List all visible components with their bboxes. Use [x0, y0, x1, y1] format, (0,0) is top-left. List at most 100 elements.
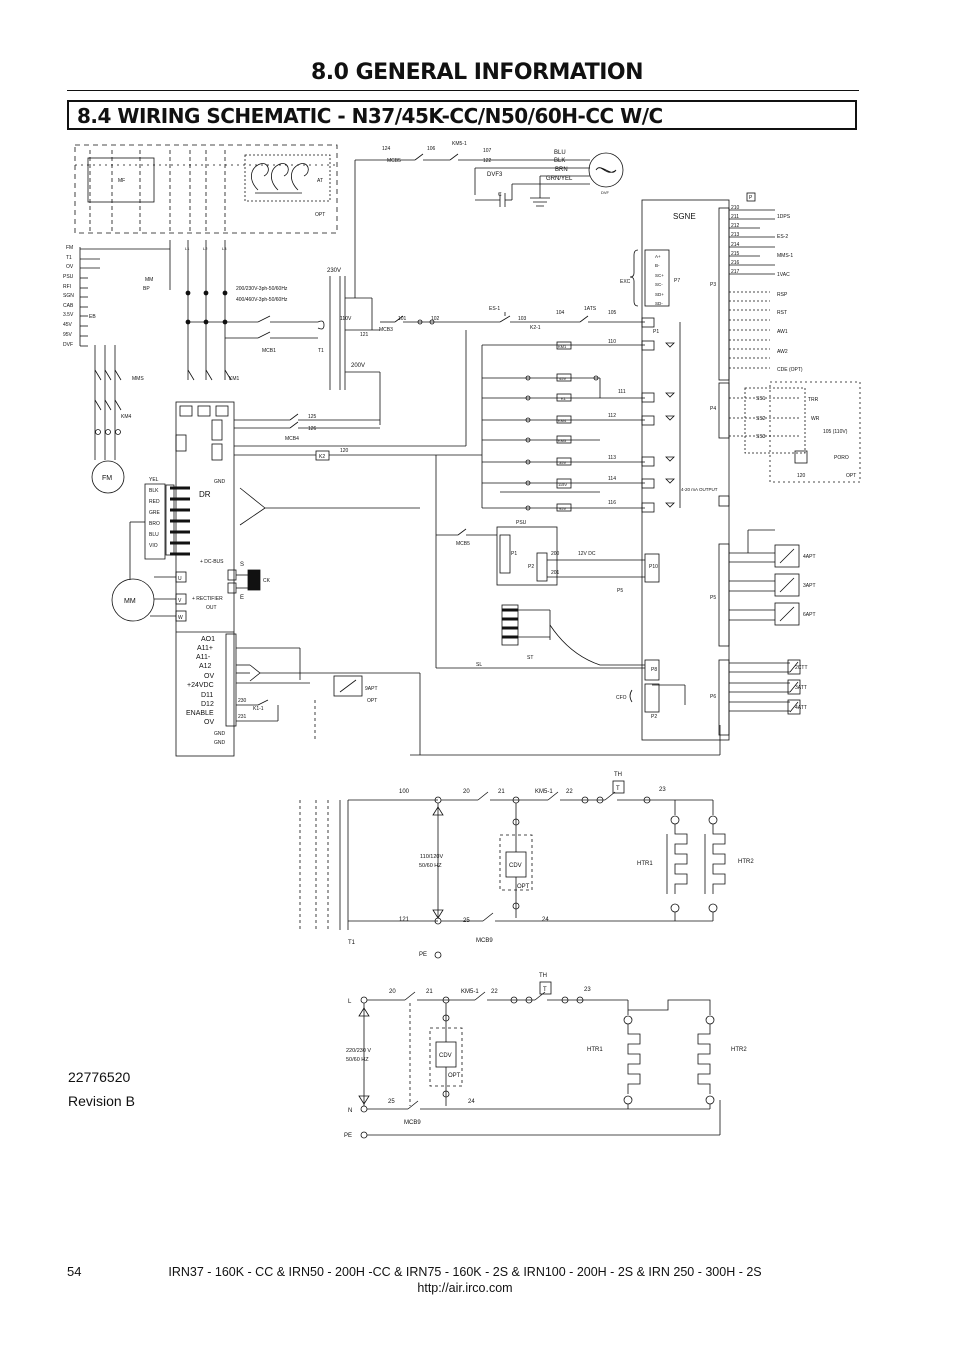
wire-120: 120 — [340, 448, 349, 454]
p6-label: P6 — [710, 694, 716, 700]
conn-label-35v: 3.5V — [63, 312, 74, 318]
exc-pin-sdm: SD- — [655, 301, 663, 306]
exc-pin-b: B- — [655, 263, 660, 268]
power-dashed-lines — [75, 150, 337, 232]
htr-t-label: T — [616, 786, 620, 792]
htr-supply-label: 110/120V — [420, 854, 443, 860]
mm-label-motor: MM — [124, 598, 136, 605]
motor-wire-gre: GRE — [149, 510, 161, 516]
transformer-t1: 230V T1 110V 200V — [317, 268, 381, 425]
io-ao1: AO1 — [201, 636, 215, 643]
mcb4-label: MCB4 — [285, 436, 299, 442]
km4-label: KM4 — [121, 414, 132, 420]
conn-label-45v: 45V — [63, 322, 73, 328]
motor-wire-blk: BLK — [149, 488, 159, 494]
dr-gnd-label: GND — [214, 479, 226, 485]
p5-label-3apt: 3APT — [803, 583, 816, 589]
io-24vdc: +24VDC — [187, 682, 214, 689]
conn-label-sgn: SGN — [63, 293, 74, 299]
p6-label-3att: 3ATT — [795, 685, 807, 691]
fan-coils-icon — [251, 163, 309, 194]
htr-opt-label: OPT — [517, 884, 530, 890]
mm-label: MM — [145, 277, 153, 283]
out-label: OUT — [206, 605, 217, 611]
supply-400-label: 400/460V-3ph-50/60Hz — [236, 297, 288, 303]
fan-mcb-label: MCB5 — [387, 158, 401, 164]
mms-label: MMS — [132, 376, 144, 382]
io-d11: D11 — [201, 692, 213, 699]
htrb-t-label: T — [543, 987, 547, 993]
sgne-controller: SGNE A+ B- SC+ SC- SD+ SD- EXC P7 P3 P4 … — [620, 192, 861, 741]
w-label: W — [178, 615, 183, 621]
e-label: E — [240, 595, 244, 601]
htrb-wire-20: 20 — [389, 989, 396, 995]
coil-km4: KM4 — [558, 418, 567, 423]
p5-label-6apt: 6APT — [803, 612, 816, 618]
wire-114: 114 — [608, 476, 616, 482]
k2-label: K2 — [319, 454, 325, 460]
coil-km5: KM5 — [558, 438, 567, 443]
htr-wire-100: 100 — [399, 789, 410, 795]
p4-label-ss1: SS1 — [756, 396, 766, 402]
fan-wire-brn: BRN — [555, 167, 568, 173]
ats-label: 1ATS — [584, 306, 597, 312]
p3-wire-214: 214 — [731, 242, 740, 248]
apt-label: 9APT — [365, 686, 378, 692]
drive-wires: MCB4 125 126 K2 120 — [234, 330, 482, 526]
p5-label: P5 — [710, 595, 716, 601]
htrb-wire-21: 21 — [426, 989, 433, 995]
v230-label: 230V — [327, 268, 341, 274]
htr1-label: HTR1 — [637, 861, 653, 867]
htr-wire-25: 25 — [463, 918, 470, 924]
p4-label: P4 — [710, 406, 716, 412]
apt-opt-label: OPT — [367, 698, 377, 704]
p3-wire-213: 213 — [731, 232, 740, 238]
p3-label-cde: CDE (OPT) — [777, 367, 803, 373]
mm-motor-icon — [111, 578, 155, 622]
cfo-label: CFO — [616, 695, 627, 701]
wire-121: 121 — [360, 332, 369, 338]
v110-label: 110V — [340, 316, 352, 322]
gnd-1: GND — [214, 731, 226, 737]
wire-101: 101 — [398, 316, 407, 322]
mains-lines: MM BP L1 L2 L3 200/230V-3ph-50/60Hz 400/… — [112, 240, 318, 380]
htr-wire-121: 121 — [399, 917, 410, 923]
page-number: 54 — [67, 1264, 82, 1279]
control-ladder: MCB3 101 102 121 ES-1 103 K2-1 104 1ATS … — [360, 298, 721, 756]
dvf3-label: DVF3 — [487, 172, 503, 178]
p3-wire-212: 212 — [731, 223, 740, 229]
exc-pin-sdp: SD+ — [655, 292, 664, 297]
footer-url[interactable]: http://air.irco.com — [417, 1281, 513, 1295]
io-d12: D12 — [201, 701, 214, 708]
sl-label: SL — [476, 662, 482, 668]
p2-ctrl-label: P2 — [651, 714, 657, 720]
motor-wire-vio: VIO — [149, 543, 158, 549]
p4-label-wr: WR — [811, 416, 820, 422]
io-ov1: OV — [204, 673, 214, 680]
p10-label: P10 — [649, 564, 658, 570]
fan-circuit: MCB5 124 106 KM5-1 107 122 BLU BLK BRN G… — [354, 141, 624, 298]
fan-wire-grnyel: GRN/YEL — [546, 176, 573, 182]
coil-km1: KM1 — [558, 344, 567, 349]
p3-label-1dps: 1DPS — [777, 214, 791, 220]
htrb-wire-25: 25 — [388, 1099, 395, 1105]
analog-label: 4-20 mA OUTPUT — [681, 487, 718, 492]
eb-label: EB — [89, 314, 96, 320]
conn-label-ov: OV — [66, 264, 74, 270]
htrb-wire-24: 24 — [468, 1099, 475, 1105]
p3-label: P3 — [710, 282, 716, 288]
v200-label: 200V — [351, 363, 365, 369]
io-a11m: A11- — [196, 654, 211, 661]
motor-wire-blu: BLU — [149, 532, 159, 538]
k21-label: K2-1 — [530, 325, 541, 331]
conn-label-psu: PSU — [63, 274, 74, 280]
htrb2-label: HTR2 — [731, 1047, 747, 1053]
fm-motor-icon — [91, 460, 125, 494]
l1-label: L1 — [185, 246, 190, 251]
coil-35v: 35V — [559, 460, 566, 465]
io-enable: ENABLE — [186, 710, 214, 717]
p6-label-4att: 4ATT — [795, 705, 807, 711]
mcb3-label: MCB3 — [379, 327, 393, 333]
mcb5-label: MCB5 — [456, 541, 470, 547]
